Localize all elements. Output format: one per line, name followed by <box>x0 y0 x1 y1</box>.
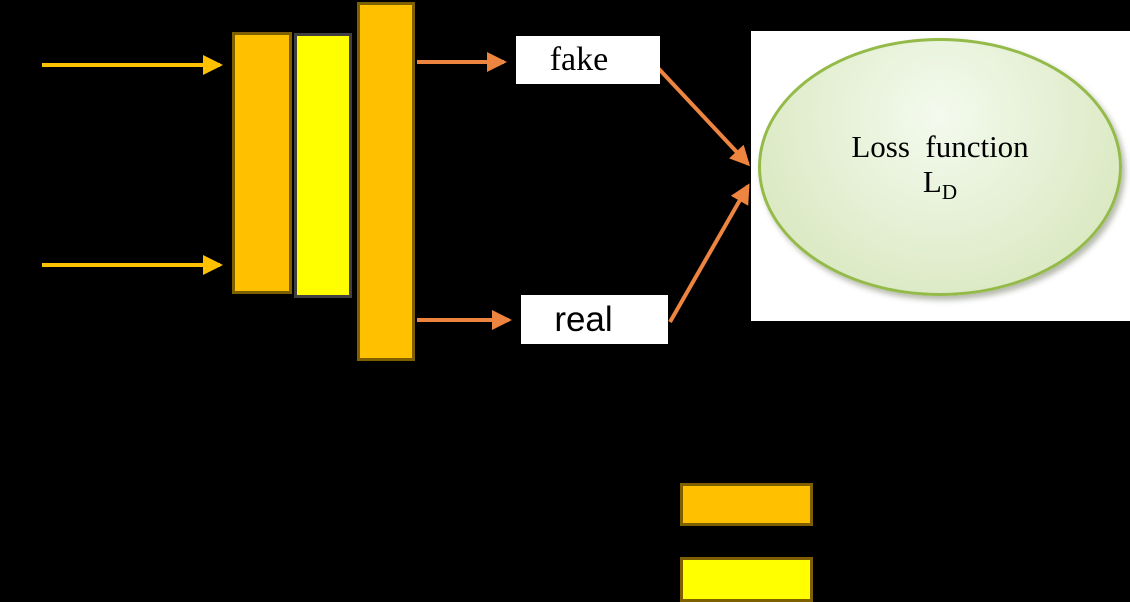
loss-function-subscript: D <box>941 180 958 205</box>
fake-label: fake <box>549 41 609 78</box>
real-label-box: real <box>521 295 668 344</box>
real-label: real <box>554 300 613 339</box>
legend <box>680 483 813 602</box>
loss-function-symbol: LD <box>922 163 958 205</box>
loss-function-title: Loss function <box>851 128 1029 164</box>
conv-layer-bar-front <box>232 32 292 294</box>
fake-label-box: fake <box>516 36 660 84</box>
legend-swatch-gold-bar <box>680 483 813 526</box>
legend-swatch-yellow-bar <box>680 557 813 602</box>
loss-function-ellipse: Loss function LD <box>758 38 1122 296</box>
real-to-loss-arrow <box>668 183 750 323</box>
conv-layer-bar-back <box>357 2 415 361</box>
fake-to-loss-arrow <box>656 66 751 167</box>
loss-function-card: Loss function LD <box>751 31 1130 321</box>
activation-layer-bar <box>294 33 352 298</box>
